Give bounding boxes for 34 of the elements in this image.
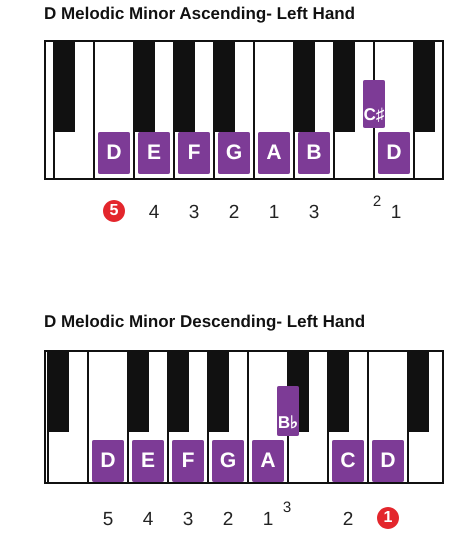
finger-number: 2 — [342, 510, 354, 529]
note-label-box: D — [98, 132, 130, 174]
finger-number: 4 — [148, 203, 160, 222]
note-label-box: B♭ — [277, 386, 299, 436]
finger-number: 3 — [188, 203, 200, 222]
note-label-box: D — [92, 440, 124, 482]
note-label-box: D — [378, 132, 410, 174]
note-label-box: G — [212, 440, 244, 482]
note-label-box: E — [138, 132, 170, 174]
scale-heading: D Melodic Minor Descending- Left Hand — [44, 312, 366, 332]
note-label-box: C — [332, 440, 364, 482]
note-label-box: F — [178, 132, 210, 174]
note-label-box: A — [252, 440, 284, 482]
note-label-box: C♯ — [363, 80, 385, 128]
finger-number: 2 — [372, 194, 382, 209]
note-label-box: G — [218, 132, 250, 174]
note-label-box: E — [132, 440, 164, 482]
circled-finger-number: 1 — [377, 507, 399, 529]
finger-number: 3 — [308, 203, 320, 222]
note-label-box: A — [258, 132, 290, 174]
finger-number: 4 — [142, 510, 154, 529]
scale-heading: D Melodic Minor Ascending- Left Hand — [44, 4, 356, 24]
finger-number: 5 — [102, 510, 114, 529]
finger-number: 1 — [390, 203, 402, 222]
circled-finger-number: 5 — [103, 200, 125, 222]
finger-number: 3 — [182, 510, 194, 529]
finger-number: 3 — [282, 500, 292, 515]
note-label-box: D — [372, 440, 404, 482]
finger-number: 1 — [262, 510, 274, 529]
finger-number: 2 — [228, 203, 240, 222]
note-label-box: B — [298, 132, 330, 174]
note-label-box: F — [172, 440, 204, 482]
finger-number: 1 — [268, 203, 280, 222]
finger-number: 2 — [222, 510, 234, 529]
